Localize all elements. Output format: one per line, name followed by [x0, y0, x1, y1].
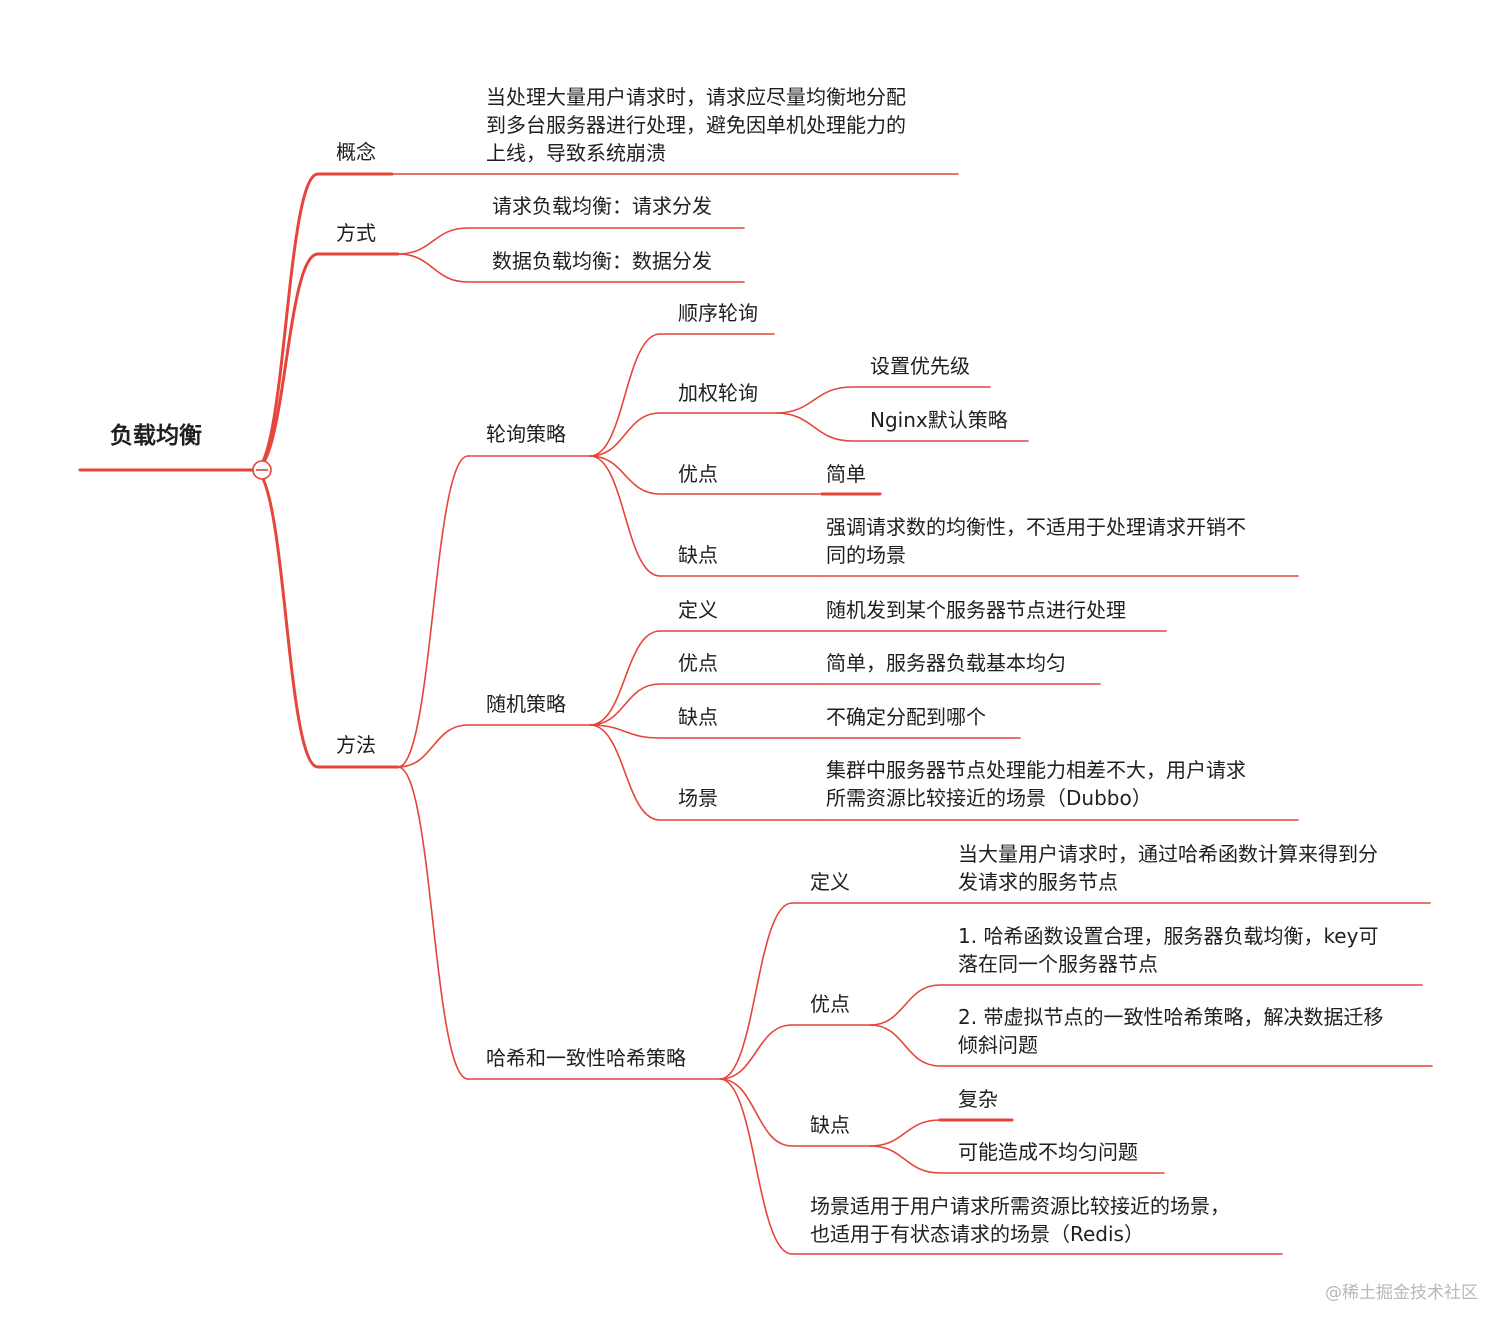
- topic-mode[interactable]: 方式: [336, 221, 376, 245]
- rand-def-value[interactable]: 随机发到某个服务器节点进行处理: [826, 598, 1126, 622]
- rand-scene-line1: 集群中服务器节点处理能力相差不大，用户请求: [826, 758, 1246, 782]
- edge-mode-req: [397, 227, 469, 255]
- edge-root-concept: [252, 172, 320, 472]
- hash-con-complex[interactable]: 复杂: [958, 1087, 998, 1111]
- hash-pro-label[interactable]: 优点: [810, 992, 850, 1016]
- edge-root-mode: [252, 252, 320, 472]
- edge-rr-seq: [589, 333, 661, 457]
- edge-hash-pro1: [869, 984, 941, 1026]
- edge-method-hash: [397, 766, 469, 1080]
- mode-data-lb[interactable]: 数据负载均衡：数据分发: [492, 249, 712, 273]
- rr-pro-value[interactable]: 简单: [826, 462, 866, 486]
- topic-method[interactable]: 方法: [336, 733, 376, 757]
- hash-def-line1: 当大量用户请求时，通过哈希函数计算来得到分: [958, 842, 1378, 866]
- hash-pro1-line1: 1. 哈希函数设置合理，服务器负载均衡，key可: [958, 924, 1379, 948]
- mode-request-lb[interactable]: 请求负载均衡：请求分发: [492, 194, 712, 218]
- edge-hash-con2: [869, 1145, 941, 1174]
- rand-pro-value[interactable]: 简单，服务器负载基本均匀: [826, 651, 1066, 675]
- edge-rr-pro: [589, 455, 661, 495]
- edge-hash-scene: [719, 1078, 793, 1255]
- hash-def-label[interactable]: 定义: [810, 870, 850, 894]
- hash-def-line2: 发请求的服务节点: [958, 870, 1118, 894]
- edge-weighted-nginx: [775, 412, 853, 442]
- topic-round-robin[interactable]: 轮询策略: [486, 422, 566, 446]
- edge-rr-con: [589, 455, 661, 577]
- hash-pro2-line1: 2. 带虚拟节点的一致性哈希策略，解决数据迁移: [958, 1005, 1384, 1029]
- rr-weighted-nginx[interactable]: Nginx默认策略: [870, 408, 1008, 432]
- hash-con-label[interactable]: 缺点: [810, 1113, 850, 1137]
- hash-scene-line1: 场景适用于用户请求所需资源比较接近的场景，: [810, 1194, 1230, 1218]
- concept-desc-line2: 到多台服务器进行处理，避免因单机处理能力的: [486, 113, 906, 137]
- edge-mode-data: [397, 253, 469, 283]
- rr-weighted-priority[interactable]: 设置优先级: [870, 354, 970, 378]
- edge-hash-pro: [719, 1024, 793, 1080]
- hash-pro1-line2: 落在同一个服务器节点: [958, 952, 1158, 976]
- edge-rand-pro: [589, 683, 661, 726]
- edge-hash-pro2: [869, 1024, 941, 1067]
- rr-pro-label[interactable]: 优点: [678, 462, 718, 486]
- concept-desc-line3: 上线，导致系统崩溃: [486, 141, 666, 165]
- topic-concept[interactable]: 概念: [336, 140, 376, 164]
- rr-weighted[interactable]: 加权轮询: [678, 381, 758, 405]
- hash-con-uneven[interactable]: 可能造成不均匀问题: [958, 1140, 1138, 1164]
- rr-con-line2: 同的场景: [826, 543, 906, 567]
- rand-def-label[interactable]: 定义: [678, 598, 718, 622]
- rand-scene-label[interactable]: 场景: [678, 786, 718, 810]
- topic-random[interactable]: 随机策略: [486, 692, 566, 716]
- edge-weighted-priority: [775, 386, 853, 414]
- edge-rand-con: [589, 724, 661, 739]
- hash-scene-line2: 也适用于有状态请求的场景（Redis）: [810, 1222, 1144, 1246]
- topic-hash[interactable]: 哈希和一致性哈希策略: [486, 1046, 686, 1070]
- rr-con-line1: 强调请求数的均衡性，不适用于处理请求开销不: [826, 515, 1246, 539]
- rand-pro-label[interactable]: 优点: [678, 651, 718, 675]
- root-topic[interactable]: 负载均衡: [110, 423, 202, 449]
- edge-hash-con1: [869, 1119, 941, 1147]
- watermark: @稀土掘金技术社区: [1325, 1283, 1478, 1303]
- rand-con-label[interactable]: 缺点: [678, 705, 718, 729]
- rand-con-value[interactable]: 不确定分配到哪个: [826, 705, 986, 729]
- rand-scene-line2: 所需资源比较接近的场景（Dubbo）: [826, 786, 1152, 810]
- hash-pro2-line2: 倾斜问题: [958, 1033, 1038, 1057]
- edge-rand-def: [589, 630, 661, 726]
- edge-method-rand: [397, 724, 469, 768]
- edge-root-method: [252, 468, 320, 769]
- concept-desc-line1: 当处理大量用户请求时，请求应尽量均衡地分配: [486, 85, 906, 109]
- edge-hash-con: [719, 1078, 793, 1147]
- edge-rr-weighted: [589, 412, 661, 457]
- rr-sequential[interactable]: 顺序轮询: [678, 301, 758, 325]
- edge-hash-def: [719, 902, 793, 1080]
- rr-con-label[interactable]: 缺点: [678, 543, 718, 567]
- edge-method-rr: [397, 455, 469, 768]
- edge-rand-scene: [589, 724, 661, 821]
